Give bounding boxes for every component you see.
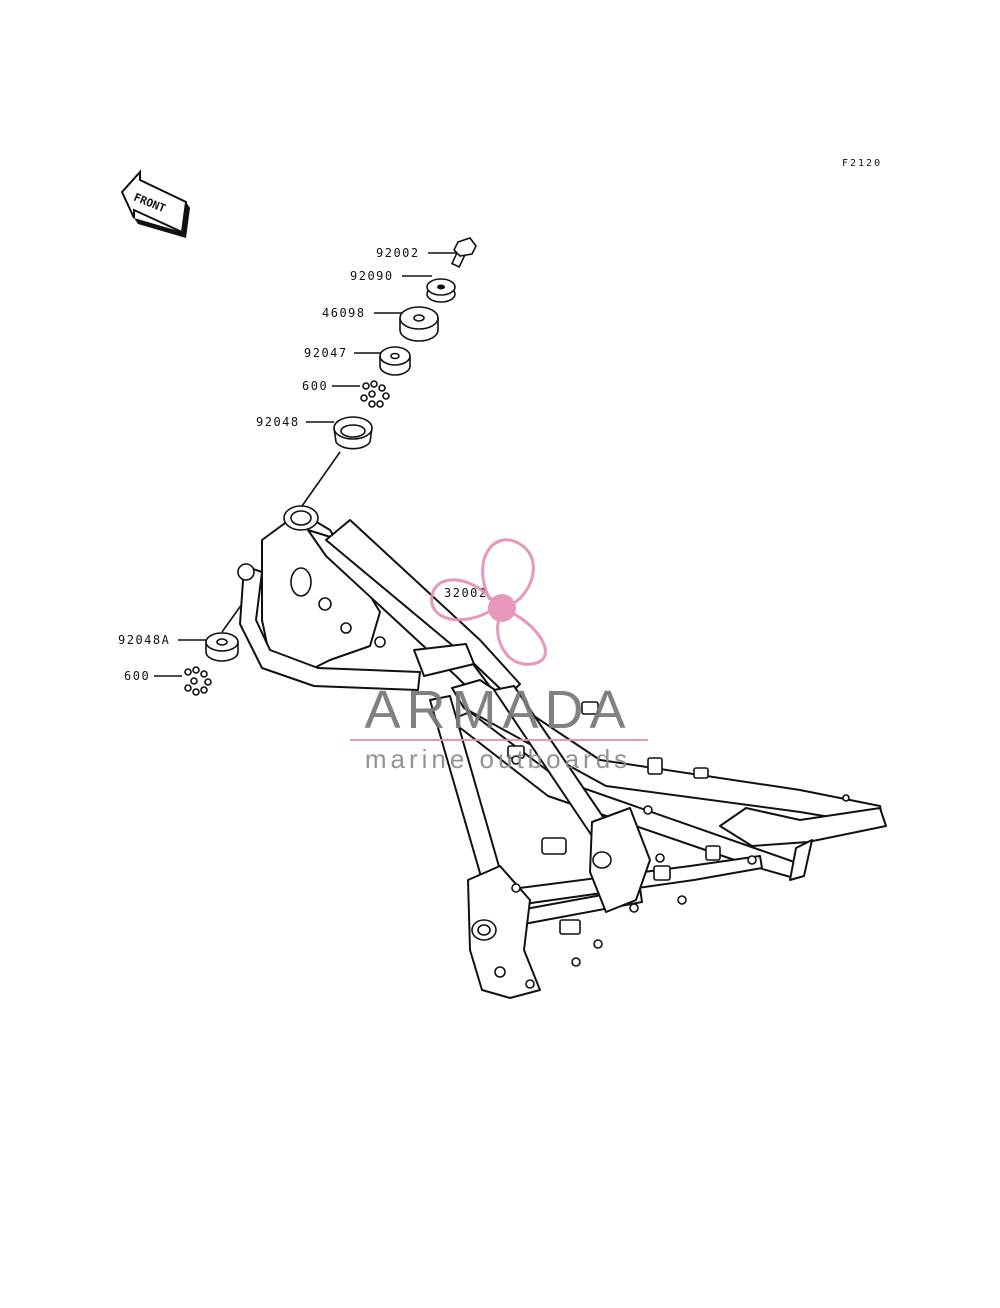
part-label-600-upper: 600	[302, 379, 328, 393]
part-label-92090: 92090	[350, 269, 394, 283]
steel-balls-icon	[360, 380, 390, 408]
damper-icon	[399, 306, 439, 342]
armada-watermark: ARMADA marine outboards	[350, 538, 648, 774]
leader-lines	[154, 252, 456, 677]
frame-icon	[237, 505, 887, 999]
front-arrow-icon: FRONT	[120, 169, 190, 238]
part-label-92048: 92048	[256, 415, 300, 429]
lower-steel-balls-icon	[184, 666, 212, 696]
part-label-92048A: 92048A	[118, 633, 170, 647]
collar-icon	[426, 278, 456, 303]
watermark-brand: ARMADA	[364, 680, 631, 740]
small-damper-icon	[379, 346, 411, 376]
figure-code: F2120	[842, 158, 882, 169]
part-label-46098: 46098	[322, 306, 366, 320]
watermark-tagline: marine outboards	[365, 744, 631, 774]
part-label-32002: 32002	[444, 586, 488, 600]
part-label-92047: 92047	[304, 346, 348, 360]
propeller-logo-icon	[430, 538, 547, 666]
lower-bearing-race-icon	[205, 632, 239, 662]
bolt-icon	[450, 237, 477, 269]
part-label-600-lower: 600	[124, 669, 150, 683]
part-labels: 92002 92090 46098 92047 600 92048 32002 …	[118, 246, 488, 683]
bearing-race-icon	[333, 416, 373, 450]
part-label-92002: 92002	[376, 246, 420, 260]
